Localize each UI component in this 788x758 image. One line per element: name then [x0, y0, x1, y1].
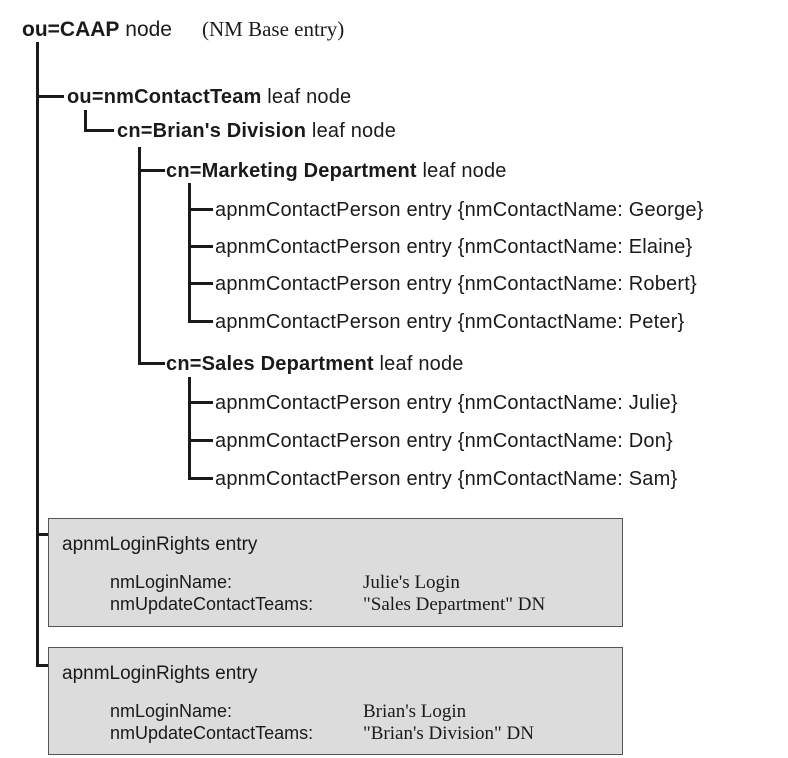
- tree-connector-line-sales: [138, 362, 165, 365]
- entry-marketing-elaine: apnmContactPerson entry {nmContactName: …: [215, 236, 693, 258]
- login-box-title: apnmLoginRights entry: [62, 663, 258, 684]
- tree-connector-line-brians-vert: [84, 110, 87, 132]
- attribute-row-loginname: nmLoginName: Julie's Login: [110, 572, 545, 594]
- attribute-row-updatecontactteams: nmUpdateContactTeams: "Brian's Division"…: [110, 723, 534, 745]
- attribute-value: "Brian's Division" DN: [363, 722, 534, 744]
- login-box-title: apnmLoginRights entry: [62, 534, 258, 555]
- root-node-annotation: (NM Base entry): [202, 17, 345, 41]
- tree-connector-line-julie: [188, 401, 213, 404]
- entry-sales-sam: apnmContactPerson entry {nmContactName: …: [215, 468, 678, 490]
- tree-connector-line-sales-children-vert: [188, 377, 191, 480]
- tree-connector-line-loginbox-2: [36, 664, 50, 667]
- login-rights-box-brian: apnmLoginRights entry nmLoginName: Brian…: [48, 647, 623, 755]
- tree-connector-line-elaine: [188, 245, 213, 248]
- root-node-name: ou=CAAP: [22, 18, 120, 41]
- attribute-value: Julie's Login: [363, 572, 460, 593]
- node-type: leaf node: [306, 120, 397, 142]
- node-type: leaf node: [373, 353, 464, 375]
- login-rights-box-julie: apnmLoginRights entry nmLoginName: Julie…: [48, 518, 623, 627]
- tree-connector-line-marketing-children-vert: [188, 183, 191, 323]
- tree-connector-line-marketing: [138, 169, 165, 172]
- entry-sales-julie: apnmContactPerson entry {nmContactName: …: [215, 392, 678, 414]
- root-node-label: ou=CAAP node (NM Base entry): [22, 16, 344, 43]
- tree-connector-line-george: [188, 208, 213, 211]
- node-type: leaf node: [416, 160, 507, 182]
- node-label-sales-department: cn=Sales Department leaf node: [166, 352, 464, 376]
- node-label-nmcontactteam: ou=nmContactTeam leaf node: [67, 85, 351, 109]
- entry-marketing-robert: apnmContactPerson entry {nmContactName: …: [215, 273, 697, 295]
- login-box-attributes: nmLoginName: Brian's Login nmUpdateConta…: [110, 701, 534, 744]
- tree-connector-line-division-vert: [138, 147, 141, 365]
- attribute-label: nmUpdateContactTeams:: [110, 593, 314, 614]
- attribute-row-loginname: nmLoginName: Brian's Login: [110, 701, 534, 723]
- tree-connector-line-contactteam: [36, 95, 64, 98]
- attribute-label: nmLoginName:: [110, 572, 233, 592]
- tree-connector-line-sam: [188, 477, 213, 480]
- tree-connector-line-loginbox-1: [36, 533, 50, 536]
- node-name: cn=Marketing Department: [166, 160, 417, 182]
- entry-marketing-peter: apnmContactPerson entry {nmContactName: …: [215, 311, 685, 333]
- root-node-type: node: [119, 18, 172, 41]
- node-name: cn=Sales Department: [166, 353, 374, 375]
- node-type: leaf node: [261, 86, 352, 108]
- attribute-value: "Sales Department" DN: [363, 593, 546, 615]
- attribute-label: nmLoginName:: [110, 701, 233, 721]
- tree-trunk-line: [36, 42, 39, 667]
- node-label-brians-division: cn=Brian's Division leaf node: [117, 119, 396, 143]
- tree-connector-line-peter: [188, 320, 213, 323]
- tree-connector-line-robert: [188, 282, 213, 285]
- node-label-marketing-department: cn=Marketing Department leaf node: [166, 159, 507, 183]
- tree-connector-line-brians-horiz: [84, 129, 114, 132]
- attribute-row-updatecontactteams: nmUpdateContactTeams: "Sales Department"…: [110, 594, 545, 616]
- node-name: ou=nmContactTeam: [67, 86, 262, 108]
- attribute-label: nmUpdateContactTeams:: [110, 722, 314, 743]
- attribute-value: Brian's Login: [363, 701, 467, 722]
- login-box-attributes: nmLoginName: Julie's Login nmUpdateConta…: [110, 572, 545, 615]
- tree-connector-line-don: [188, 439, 213, 442]
- entry-sales-don: apnmContactPerson entry {nmContactName: …: [215, 430, 673, 452]
- node-name: cn=Brian's Division: [117, 120, 307, 142]
- entry-marketing-george: apnmContactPerson entry {nmContactName: …: [215, 199, 704, 221]
